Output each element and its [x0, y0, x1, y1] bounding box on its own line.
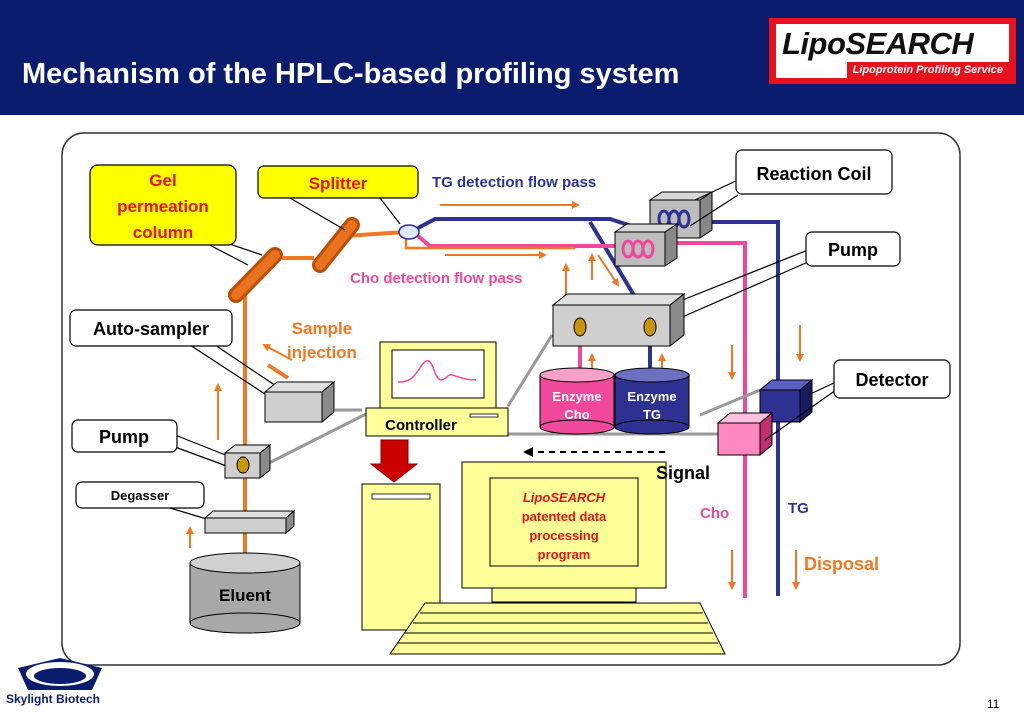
pump-right-label: Pump — [828, 240, 878, 260]
sample-injection-label-2: injection — [287, 343, 357, 362]
program-label-2: patented data — [522, 509, 607, 524]
splitter-label: Splitter — [309, 174, 368, 193]
cho-outlet-line — [665, 241, 747, 598]
detector-label: Detector — [855, 370, 928, 390]
logo-name-part1: Lipo — [782, 26, 846, 61]
gel-column-2 — [312, 217, 360, 273]
keyboard — [389, 602, 726, 655]
gel-label-3: column — [133, 223, 193, 242]
cho-flow-label: Cho detection flow pass — [350, 270, 523, 287]
enzyme-cho-label-1: Enzyme — [552, 389, 601, 404]
tg-flow-label: TG detection flow pass — [432, 174, 596, 191]
program-label-4: program — [538, 547, 591, 562]
pump-right-callout — [669, 231, 901, 319]
logo-name-part2: SEARCH — [845, 26, 974, 61]
enzyme-tg-label-1: Enzyme — [627, 389, 676, 404]
eluent-tank — [189, 552, 301, 634]
program-label-1: LipoSEARCH — [523, 490, 606, 505]
auto-sampler-label: Auto-sampler — [93, 319, 209, 339]
solvent-pump — [223, 443, 272, 480]
enzyme-tg-tank — [614, 367, 690, 435]
injection-arrow — [262, 344, 293, 361]
enzyme-cho-label-2: Cho — [564, 407, 589, 422]
splitter-node — [398, 224, 420, 240]
auto-sampler-callout — [69, 309, 286, 397]
gel-label-2: permeation — [117, 197, 209, 216]
signal-label: Signal — [656, 463, 710, 483]
cho-outlet-label: Cho — [700, 505, 729, 522]
gel-column-callout — [89, 164, 263, 266]
pump-left-callout — [71, 419, 233, 469]
auto-sampler-unit — [263, 380, 336, 424]
degasser-callout — [75, 481, 211, 521]
controller-base — [365, 407, 509, 437]
detector-callout — [764, 359, 951, 441]
pump-left-label: Pump — [99, 427, 149, 447]
controller-label: Controller — [385, 417, 457, 434]
reaction-coil-callout — [689, 149, 893, 227]
tg-outlet-line — [700, 220, 780, 596]
gel-label-1: Gel — [149, 171, 176, 190]
program-label-3: processing — [529, 528, 598, 543]
company-name: Skylight Biotech — [6, 692, 101, 706]
detector-cho — [716, 411, 774, 457]
reagent-pump — [551, 292, 686, 348]
enzyme-tg-label-2: TG — [643, 407, 661, 422]
skylight-biotech-logo — [18, 658, 102, 690]
enzyme-cho-tank — [539, 367, 615, 435]
flow-arrow-diag — [597, 254, 620, 287]
liposearch-logo: LipoSEARCH Lipoprotein Profiling Service — [769, 18, 1016, 84]
cho-flow-line — [416, 234, 615, 248]
computer-monitor — [461, 461, 667, 603]
page-title: Mechanism of the HPLC-based profiling sy… — [22, 58, 680, 90]
injection-line — [266, 363, 290, 380]
controller-monitor — [379, 341, 497, 409]
gel-column-1 — [228, 247, 283, 303]
splitter-branch-line — [404, 238, 575, 250]
logo-inner: LipoSEARCH Lipoprotein Profiling Service — [776, 24, 1009, 78]
sample-injection-label-1: Sample — [292, 319, 352, 338]
logo-tagline: Lipoprotein Profiling Service — [846, 62, 1009, 78]
eluent-label: Eluent — [219, 586, 271, 605]
reaction-coil-back — [648, 191, 714, 239]
logo-name: LipoSEARCH — [782, 26, 974, 62]
data-transfer-arrow — [369, 439, 419, 483]
reaction-coil-label: Reaction Coil — [756, 164, 871, 184]
reaction-coil-front — [613, 223, 679, 267]
page-number: 11 — [987, 697, 1000, 711]
tg-outlet-label: TG — [788, 500, 809, 517]
detector-link-wire — [699, 388, 761, 417]
degasser-label: Degasser — [111, 488, 170, 503]
pump-controller-wire — [264, 410, 371, 467]
disposal-label: Disposal — [804, 554, 879, 574]
controller-pump-wire — [506, 334, 554, 407]
column-splitter-line — [344, 230, 406, 238]
splitter-callout — [257, 165, 419, 231]
degasser-unit — [203, 509, 296, 535]
